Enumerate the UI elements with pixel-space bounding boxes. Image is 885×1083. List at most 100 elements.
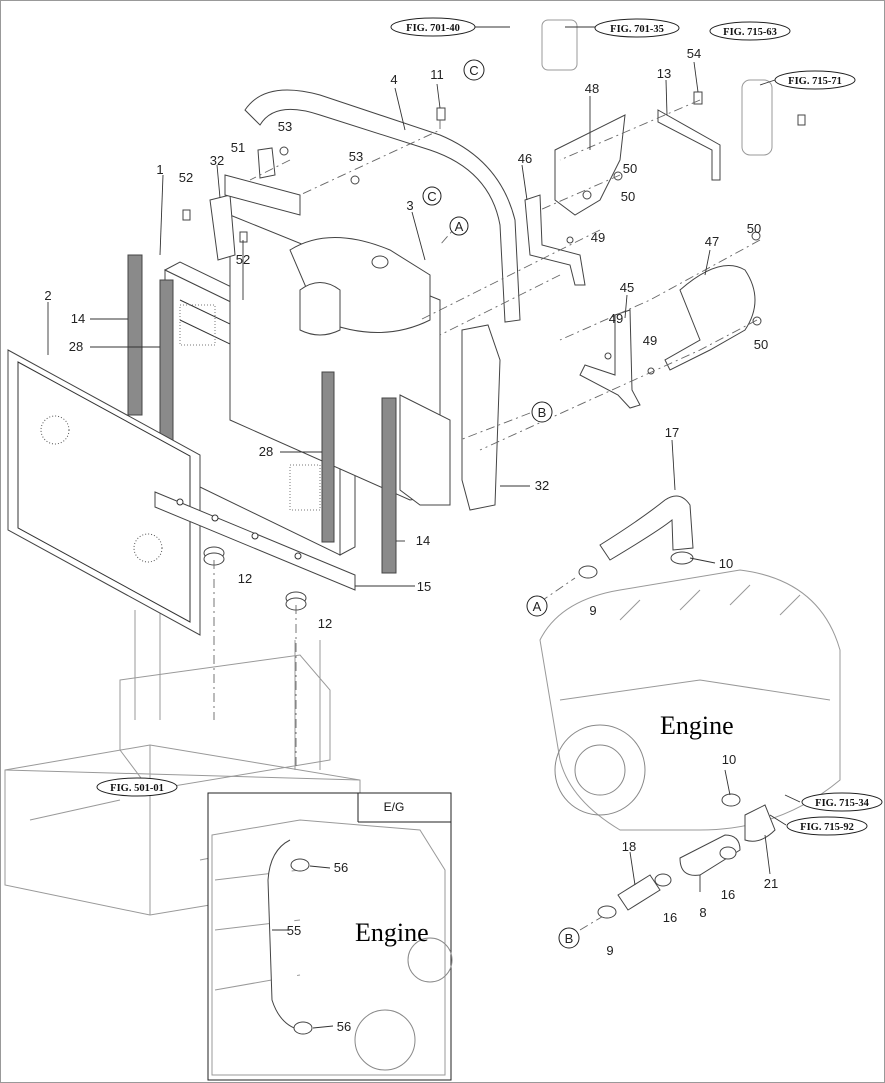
callout-4: 4 [390,72,397,87]
connector-a-engine: A [526,595,548,617]
callout-17: 17 [665,425,679,440]
receiver-drier-ghost [541,19,773,156]
fig-ref-715-92[interactable]: FIG. 715-92 [786,816,868,836]
svg-text:C: C [427,189,436,204]
connector-c-mid: C [422,186,442,206]
svg-text:A: A [533,599,542,614]
seal-strip-14-left [127,254,143,416]
callout-53-right: 53 [349,149,363,164]
callout-12-upper: 12 [238,571,252,586]
inset-title: E/G [384,800,405,814]
part-callouts: 1 2 3 4 8 9 9 10 10 11 12 12 13 14 14 15… [44,46,778,1034]
callout-54: 54 [687,46,701,61]
callout-14-right: 14 [416,533,430,548]
svg-text:B: B [565,931,574,946]
callout-9-upper: 9 [589,603,596,618]
callout-28-right: 28 [259,444,273,459]
side-bracket-51 [224,147,301,216]
svg-text:FIG. 715-63: FIG. 715-63 [723,27,777,38]
callout-52-mid: 52 [236,252,250,267]
svg-text:C: C [469,63,478,78]
callout-53-left: 53 [278,119,292,134]
seal-strip-15 [154,491,356,591]
fig-ref-701-40[interactable]: FIG. 701-40 [390,17,476,37]
seal-strip-14-right [381,397,397,574]
hose-clamp-9-upper [578,565,598,579]
callout-11: 11 [430,67,444,82]
cover-47 [664,265,756,371]
callout-9-lower: 9 [606,943,613,958]
fig-ref-715-34[interactable]: FIG. 715-34 [801,792,883,812]
callout-3: 3 [406,198,413,213]
callout-10-lower: 10 [722,752,736,767]
callout-1: 1 [156,162,163,177]
connector-a-mid: A [449,216,469,236]
seal-strip-28-right [321,371,335,543]
callout-50-b: 50 [621,189,635,204]
callout-28-left: 28 [69,339,83,354]
callout-14-left: 14 [71,311,85,326]
engine-label-main: Engine [660,711,734,740]
svg-text:FIG. 701-40: FIG. 701-40 [406,23,460,34]
engine-label-inset: Engine [355,918,429,947]
engine-ghost [539,569,841,831]
air-guard-32-right [461,324,501,511]
rubber-mount-12 [203,546,307,611]
callout-18: 18 [622,839,636,854]
callout-13: 13 [657,66,671,81]
assembly-lines [213,99,761,931]
connector-b-engine: B [558,927,580,949]
svg-text:FIG. 715-34: FIG. 715-34 [815,798,869,809]
callout-15: 15 [417,579,431,594]
callout-16-left: 16 [663,910,677,925]
upper-pipe-4 [244,89,521,323]
hose-18 [617,874,661,911]
pipe-8 [679,834,741,876]
callout-45: 45 [620,280,634,295]
callout-10-upper: 10 [719,556,733,571]
air-guard-32-left [209,194,236,261]
callout-49-top: 49 [591,230,605,245]
callout-49-right: 49 [643,333,657,348]
connector-c-top: C [463,59,485,81]
callout-50-a: 50 [623,161,637,176]
fig-ref-715-63[interactable]: FIG. 715-63 [709,21,791,41]
seal-strip-28-left [159,279,174,441]
callout-21: 21 [764,876,778,891]
callout-32-lower: 32 [535,478,549,493]
callout-50-c: 50 [747,221,761,236]
callout-51: 51 [231,140,245,155]
inset-clamp-56-lower [293,1021,313,1035]
svg-text:FIG. 715-71: FIG. 715-71 [788,76,842,87]
bracket-13 [657,109,721,181]
inset-hose-55 [267,839,301,1031]
svg-text:FIG. 701-35: FIG. 701-35 [610,24,664,35]
callout-49-left: 49 [609,311,623,326]
bolts [182,91,806,375]
hose-clamp-9-lower [597,905,617,919]
callout-56-lower: 56 [337,1019,351,1034]
screen-panel-2 [7,349,201,636]
upper-hose-17 [599,495,694,561]
callout-32-upper: 32 [210,153,224,168]
hose-clamp-10-lower [721,793,741,807]
svg-text:A: A [455,219,464,234]
lower-hose-21 [744,804,776,842]
inset-panel [207,792,453,1081]
callout-2: 2 [44,288,51,303]
inset-clamp-56-upper [290,858,310,872]
callout-leaders [47,26,801,1029]
fig-ref-501-01[interactable]: FIG. 501-01 [96,777,178,797]
callout-46: 46 [518,151,532,166]
fig-ref-701-35[interactable]: FIG. 701-35 [594,18,680,38]
svg-text:FIG. 715-92: FIG. 715-92 [800,822,854,833]
callout-16-right: 16 [721,887,735,902]
callout-48: 48 [585,81,599,96]
fig-ref-715-71[interactable]: FIG. 715-71 [774,70,856,90]
callout-8: 8 [699,905,706,920]
callout-56-upper: 56 [334,860,348,875]
bracket-45 [579,309,641,409]
svg-text:B: B [538,405,547,420]
hose-16 [654,846,737,887]
